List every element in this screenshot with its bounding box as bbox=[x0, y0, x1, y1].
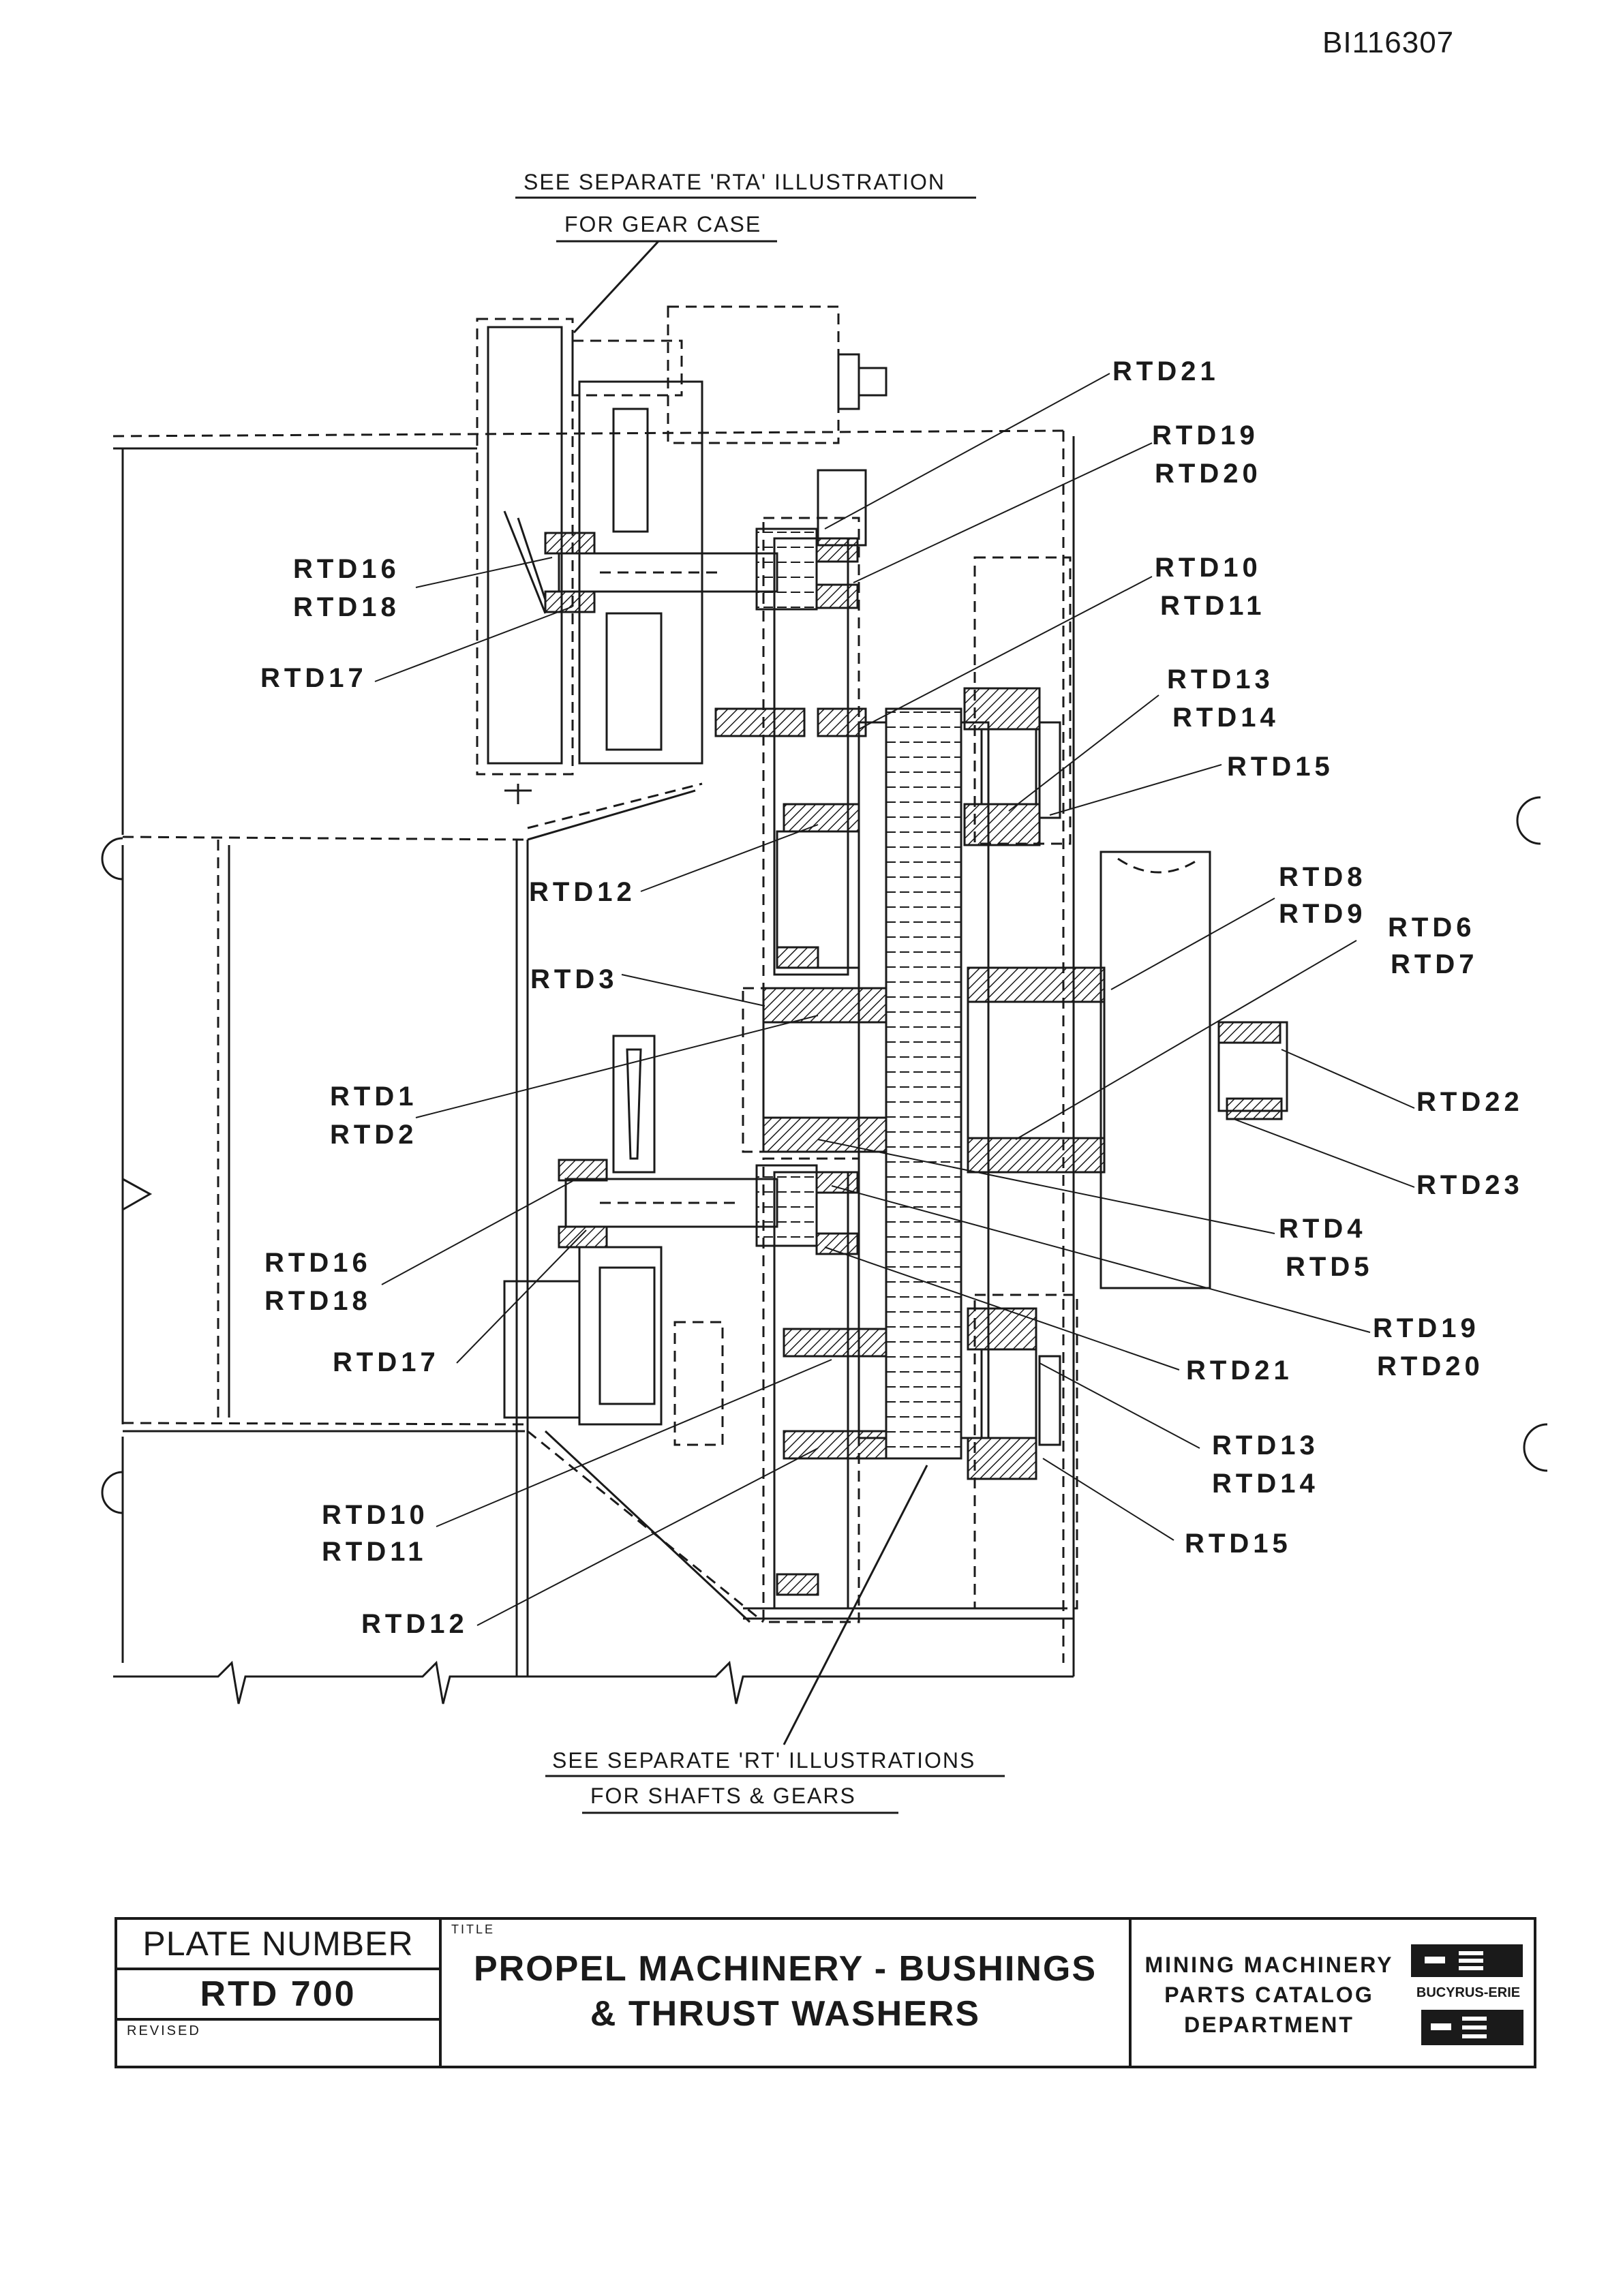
department-line-3: DEPARTMENT bbox=[1184, 2012, 1354, 2037]
callout-rtd19-bottom: RTD19 bbox=[1373, 1313, 1480, 1343]
title-section: TITLE PROPEL MACHINERY - BUSHINGS & THRU… bbox=[442, 1920, 1132, 2066]
callout-rtd21-bottom: RTD21 bbox=[1186, 1356, 1293, 1386]
callout-rtd1: RTD1 bbox=[330, 1082, 417, 1112]
title-line-2: & THRUST WASHERS bbox=[590, 1994, 981, 2034]
shafts-gears-note-line1: SEE SEPARATE 'RT' ILLUSTRATIONS bbox=[552, 1748, 975, 1773]
callout-rtd10-top: RTD10 bbox=[1155, 553, 1262, 583]
plate-number-value: RTD 700 bbox=[117, 1970, 439, 2021]
callout-rtd20-bottom: RTD20 bbox=[1377, 1351, 1484, 1381]
callout-rtd11-bottom: RTD11 bbox=[322, 1537, 427, 1567]
callout-rtd21-top: RTD21 bbox=[1112, 356, 1219, 386]
callout-rtd22: RTD22 bbox=[1416, 1087, 1523, 1117]
callout-rtd14-top: RTD14 bbox=[1172, 703, 1279, 733]
callout-rtd11-top: RTD11 bbox=[1160, 591, 1266, 621]
upper-gear-case bbox=[476, 305, 888, 804]
bucyrus-erie-logo-top bbox=[1411, 1944, 1523, 1977]
lower-gear-case bbox=[503, 1035, 778, 1446]
callout-rtd8: RTD8 bbox=[1279, 862, 1366, 892]
callout-rtd5: RTD5 bbox=[1286, 1252, 1373, 1282]
callout-rtd16-top: RTD16 bbox=[293, 554, 400, 584]
callout-rtd15-bottom: RTD15 bbox=[1185, 1529, 1292, 1559]
callout-rtd2: RTD2 bbox=[330, 1120, 417, 1150]
callout-rtd14-bottom: RTD14 bbox=[1212, 1469, 1319, 1499]
callout-rtd4: RTD4 bbox=[1279, 1214, 1366, 1244]
binder-hole-right-top bbox=[1516, 796, 1541, 845]
department-section: MINING MACHINERY PARTS CATALOG DEPARTMEN… bbox=[1132, 1920, 1534, 2066]
callout-rtd10-bottom: RTD10 bbox=[322, 1500, 429, 1530]
title-caption: TITLE bbox=[451, 1923, 496, 1936]
housing-outline bbox=[112, 429, 1075, 1704]
gear-case-note: SEE SEPARATE 'RTA' ILLUSTRATION FOR GEAR… bbox=[515, 170, 976, 334]
callout-rtd3: RTD3 bbox=[530, 964, 618, 994]
shafts-gears-note-line2: FOR SHAFTS & GEARS bbox=[590, 1784, 856, 1808]
callout-rtd16-bottom: RTD16 bbox=[264, 1248, 371, 1278]
plate-number-label: PLATE NUMBER bbox=[117, 1920, 439, 1970]
document-id: BI116307 bbox=[1322, 26, 1455, 59]
callout-rtd18-bottom: RTD18 bbox=[264, 1286, 371, 1316]
gear-case-note-line2: FOR GEAR CASE bbox=[564, 212, 761, 236]
title-line-1: PROPEL MACHINERY - BUSHINGS bbox=[473, 1949, 1097, 1989]
binder-hole-right-bottom bbox=[1523, 1423, 1548, 1472]
callout-rtd13-bottom: RTD13 bbox=[1212, 1430, 1319, 1460]
binder-hole-left-bottom bbox=[101, 1471, 123, 1514]
callout-leaders bbox=[374, 373, 1415, 1626]
callout-rtd13-top: RTD13 bbox=[1167, 664, 1274, 694]
callout-rtd6: RTD6 bbox=[1388, 913, 1475, 943]
shafts-gears-note: SEE SEPARATE 'RT' ILLUSTRATIONS FOR SHAF… bbox=[545, 1465, 1005, 1814]
callout-rtd12-top: RTD12 bbox=[529, 877, 636, 907]
callout-rtd20-top: RTD20 bbox=[1155, 459, 1262, 489]
callout-rtd18-top: RTD18 bbox=[293, 592, 400, 622]
callout-rtd12-bottom: RTD12 bbox=[361, 1609, 468, 1639]
callout-rtd17-bottom: RTD17 bbox=[333, 1347, 440, 1377]
gear-case-note-line1: SEE SEPARATE 'RTA' ILLUSTRATION bbox=[524, 170, 945, 194]
callout-rtd17-top: RTD17 bbox=[260, 663, 367, 693]
callout-rtd7: RTD7 bbox=[1391, 949, 1478, 979]
department-line-1: MINING MACHINERY bbox=[1144, 1953, 1394, 1977]
bucyrus-erie-logo-bottom bbox=[1421, 2010, 1523, 2045]
callout-rtd15-top: RTD15 bbox=[1227, 752, 1334, 782]
revised-label: REVISED bbox=[127, 2023, 201, 2038]
callout-rtd19-top: RTD19 bbox=[1152, 420, 1259, 450]
binder-hole-left-top bbox=[101, 837, 123, 881]
callout-rtd23: RTD23 bbox=[1416, 1170, 1523, 1200]
callout-rtd9: RTD9 bbox=[1279, 899, 1366, 929]
central-shaft-assembly bbox=[714, 469, 1288, 1623]
title-block: PLATE NUMBER RTD 700 REVISED TITLE PROPE… bbox=[115, 1917, 1536, 2068]
bucyrus-erie-logo-text: BUCYRUS-ERIE bbox=[1416, 1985, 1521, 2000]
plate-section: PLATE NUMBER RTD 700 REVISED bbox=[117, 1920, 442, 2066]
department-line-2: PARTS CATALOG bbox=[1164, 1983, 1374, 2007]
